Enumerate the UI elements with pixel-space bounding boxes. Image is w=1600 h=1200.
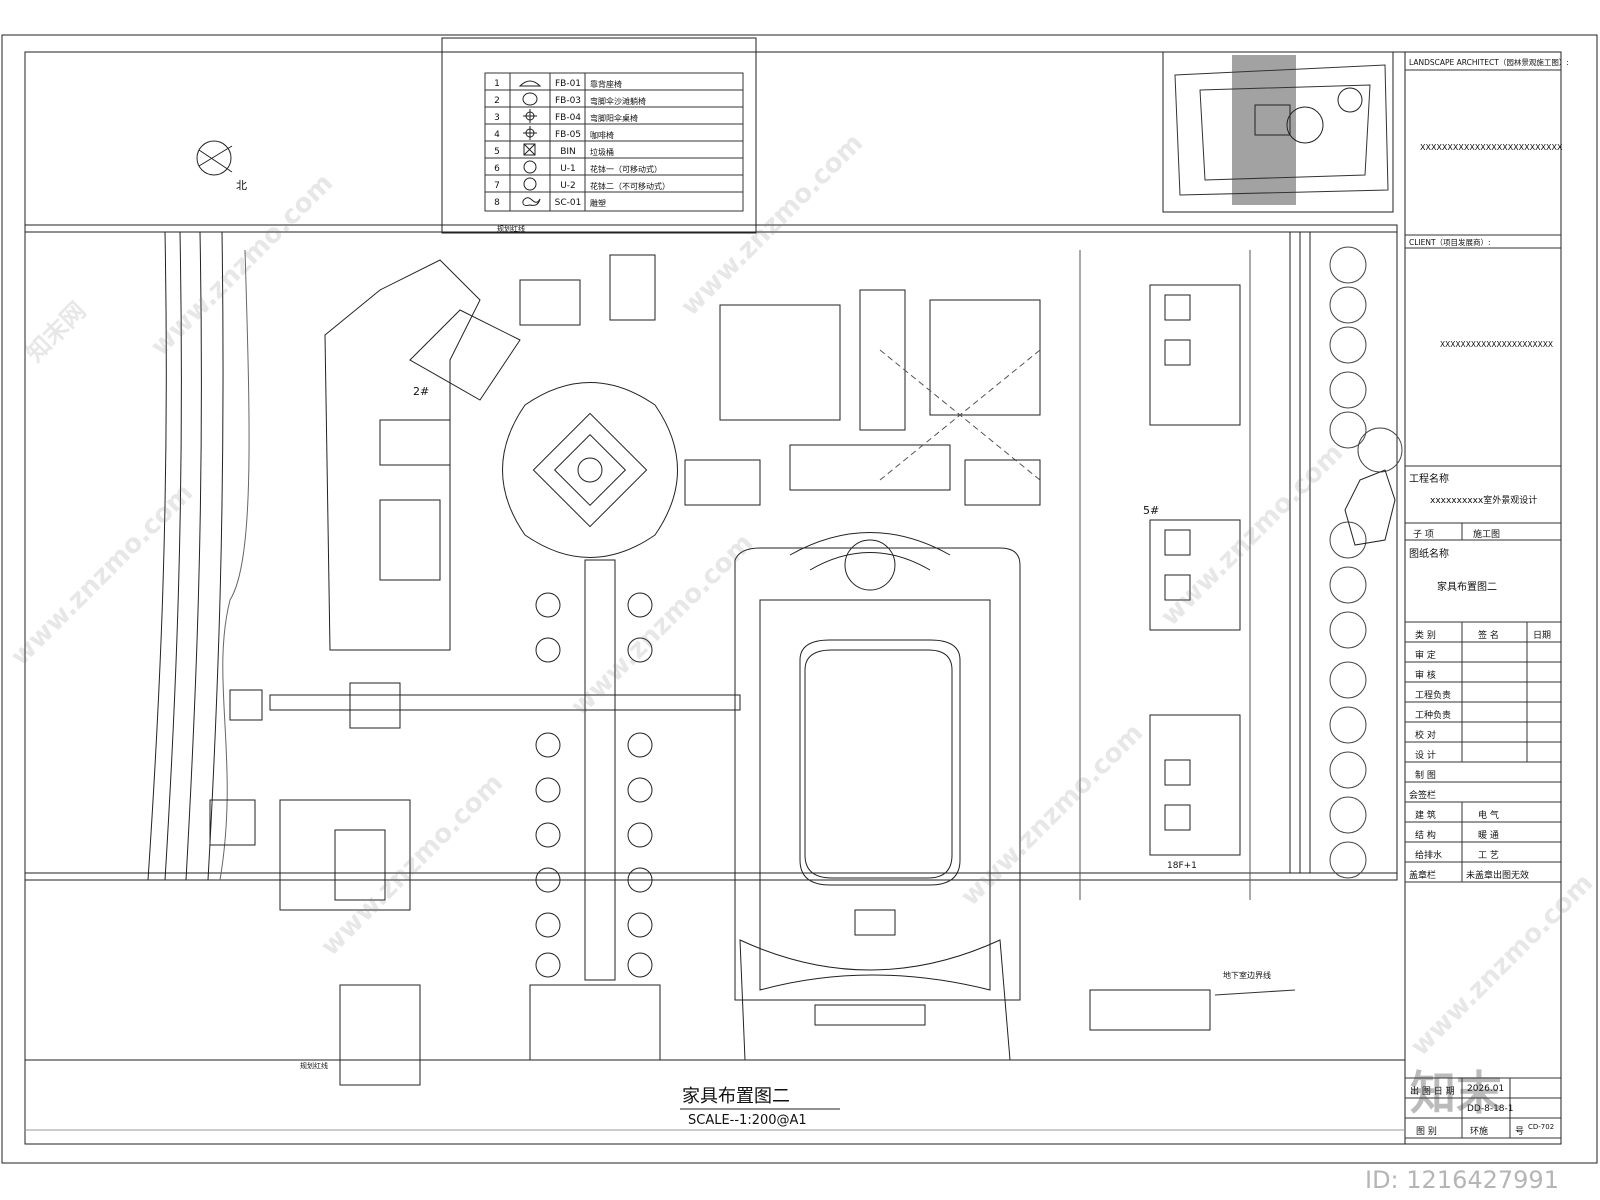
basement-line-label: 地下室边界线 xyxy=(1223,971,1271,980)
issue-date-value: 2026.01 xyxy=(1467,1084,1505,1094)
issue-date-label: 出 图 日 期 xyxy=(1410,1087,1455,1097)
sign-row-label: 审 定 xyxy=(1415,651,1436,661)
boundary-label-top: 规划红线 xyxy=(497,225,525,233)
legend-desc: 雕塑 xyxy=(590,199,606,208)
legend-no: 3 xyxy=(494,113,500,123)
legend-no: 1 xyxy=(494,79,500,89)
building-label-2: 2# xyxy=(413,385,430,398)
legend-code: BIN xyxy=(560,147,576,157)
category-value: 环施 xyxy=(1470,1127,1489,1137)
legend-no: 2 xyxy=(494,96,500,106)
drawing-title: 家具布置图二 xyxy=(682,1086,790,1107)
subitem-label: 子 项 xyxy=(1413,530,1434,540)
project-label: 工程名称 xyxy=(1409,474,1449,485)
drawing-number: DD-8-18-1 xyxy=(1467,1104,1514,1114)
legend-desc: 咖啡椅 xyxy=(590,131,614,140)
legend-row: 7 U-2 花钵二（不可移动式） xyxy=(470,178,728,194)
legend-desc: 弯脚阳伞桌椅 xyxy=(590,114,638,123)
watermark-logo: 知末 xyxy=(1410,1066,1502,1120)
countersign-item: 建 筑 xyxy=(1415,811,1436,821)
legend-desc: 花钵一（可移动式） xyxy=(590,165,662,174)
drawing-name-label: 图纸名称 xyxy=(1409,549,1449,560)
building-label-5: 5# xyxy=(1143,504,1160,517)
countersign-item: 暖 通 xyxy=(1478,831,1499,841)
sign-row-label: 设 计 xyxy=(1415,751,1436,761)
legend-row: 5 BIN 垃圾桶 xyxy=(470,144,728,160)
legend-code: FB-05 xyxy=(554,130,582,140)
sign-header-date: 日期 xyxy=(1533,631,1552,641)
drawing-scale: SCALE--1:200@A1 xyxy=(688,1113,807,1128)
legend-no: 8 xyxy=(494,198,500,208)
legend-desc: 垃圾桶 xyxy=(590,148,614,157)
client-label: CLIENT（项目发展商）: xyxy=(1409,238,1491,247)
legend-no: 7 xyxy=(494,181,500,191)
watermark-id: ID: 1216427991 xyxy=(1365,1166,1559,1194)
category-label: 图 别 xyxy=(1416,1127,1437,1137)
legend-row: 6 U-1 花钵一（可移动式） xyxy=(470,161,728,177)
floors-label: 18F+1 xyxy=(1167,861,1197,871)
legend-no: 5 xyxy=(494,147,500,157)
legend-row: 2 FB-03 弯脚伞沙滩躺椅 xyxy=(470,93,728,109)
legend-desc: 弯脚伞沙滩躺椅 xyxy=(590,97,646,106)
sign-row-label: 制 图 xyxy=(1415,771,1436,781)
legend-row: 3 FB-04 弯脚阳伞桌椅 xyxy=(470,110,728,126)
countersign-item: 结 构 xyxy=(1415,831,1436,841)
legend-desc: 花钵二（不可移动式） xyxy=(590,182,670,191)
legend-desc: 靠背座椅 xyxy=(590,80,622,89)
landscape-architect-label: LANDSCAPE ARCHITECT（园林景观施工图）: xyxy=(1409,58,1569,67)
project-value: xxxxxxxxxx室外景观设计 xyxy=(1430,496,1538,506)
countersign-item: 工 艺 xyxy=(1478,851,1499,861)
legend-code: FB-04 xyxy=(554,113,582,123)
legend-row: 1 FB-01 靠背座椅 xyxy=(470,76,728,92)
drawing-name-value: 家具布置图二 xyxy=(1437,582,1497,593)
legend-code: FB-01 xyxy=(554,79,582,89)
countersign-label: 会签栏 xyxy=(1409,791,1437,801)
sign-header-category: 类 别 xyxy=(1415,631,1436,641)
legend-code: SC-01 xyxy=(554,198,582,208)
sheet-code: CD-702 xyxy=(1528,1123,1555,1131)
seal-value: 未盖章出图无效 xyxy=(1466,871,1530,881)
sign-row-label: 工程负责 xyxy=(1415,691,1452,701)
landscape-architect-value: XXXXXXXXXXXXXXXXXXXXXXXXXX xyxy=(1420,143,1563,152)
legend-code: FB-03 xyxy=(554,96,582,106)
sign-header-signature: 签 名 xyxy=(1478,631,1499,641)
subitem-value: 施工图 xyxy=(1473,530,1501,540)
sign-row-label: 校 对 xyxy=(1415,731,1436,741)
legend-no: 4 xyxy=(494,130,500,140)
seal-label: 盖章栏 xyxy=(1409,871,1437,881)
client-value: XXXXXXXXXXXXXXXXXXXXXX xyxy=(1440,340,1554,349)
sign-row-label: 审 核 xyxy=(1415,671,1436,681)
countersign-item: 电 气 xyxy=(1478,811,1499,821)
countersign-item: 给排水 xyxy=(1415,851,1443,861)
legend-code: U-1 xyxy=(560,164,576,174)
legend-no: 6 xyxy=(494,164,500,174)
number-label: 号 xyxy=(1515,1127,1525,1137)
sign-row-label: 工种负责 xyxy=(1415,711,1452,721)
boundary-label-bottom: 规划红线 xyxy=(300,1062,328,1070)
north-label: 北 xyxy=(236,179,247,192)
legend-row: 8 SC-01 雕塑 xyxy=(470,195,728,211)
legend-row: 4 FB-05 咖啡椅 xyxy=(470,127,728,143)
legend-code: U-2 xyxy=(560,181,576,191)
